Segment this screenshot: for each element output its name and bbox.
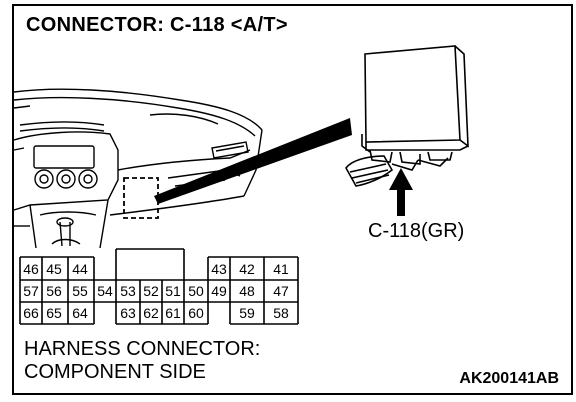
pin-number: 59 (239, 305, 255, 321)
pin-number: 65 (46, 305, 62, 321)
pin-number: 51 (165, 283, 181, 299)
connector-callout-label: C-118(GR) (368, 220, 465, 242)
harness-connector-label: HARNESS CONNECTOR: (24, 338, 261, 360)
zoom-wedge (154, 118, 352, 204)
pin-number: 50 (188, 283, 204, 299)
pin-number: 47 (273, 283, 289, 299)
pin-number: 63 (120, 305, 136, 321)
pin-number: 58 (273, 305, 289, 321)
component-side-label: COMPONENT SIDE (24, 361, 206, 383)
pin-number: 46 (23, 261, 39, 277)
pin-number: 49 (211, 283, 227, 299)
pin-number: 45 (46, 261, 62, 277)
pin-number: 64 (72, 305, 88, 321)
connector-location-marker (123, 177, 159, 219)
pin-layout-grid (19, 248, 299, 325)
connector-title: CONNECTOR: C-118 <A/T> (26, 14, 288, 36)
pin-number: 41 (273, 261, 289, 277)
pin-number: 43 (211, 261, 227, 277)
pin-number: 61 (165, 305, 181, 321)
pin-number: 44 (72, 261, 88, 277)
pin-number: 42 (239, 261, 255, 277)
figure-code: AK200141AB (459, 370, 559, 387)
pin-number: 54 (97, 283, 113, 299)
pin-number: 57 (23, 283, 39, 299)
dashboard-illustration (13, 88, 263, 249)
outer-frame (12, 4, 573, 395)
up-arrow-icon (389, 168, 413, 216)
pin-number: 66 (23, 305, 39, 321)
pin-number: 56 (46, 283, 62, 299)
pin-number: 55 (72, 283, 88, 299)
pin-number: 48 (239, 283, 255, 299)
pin-number: 52 (143, 283, 159, 299)
pin-number: 62 (143, 305, 159, 321)
ecu-module (345, 45, 469, 187)
pin-number: 60 (188, 305, 204, 321)
pin-number: 53 (120, 283, 136, 299)
